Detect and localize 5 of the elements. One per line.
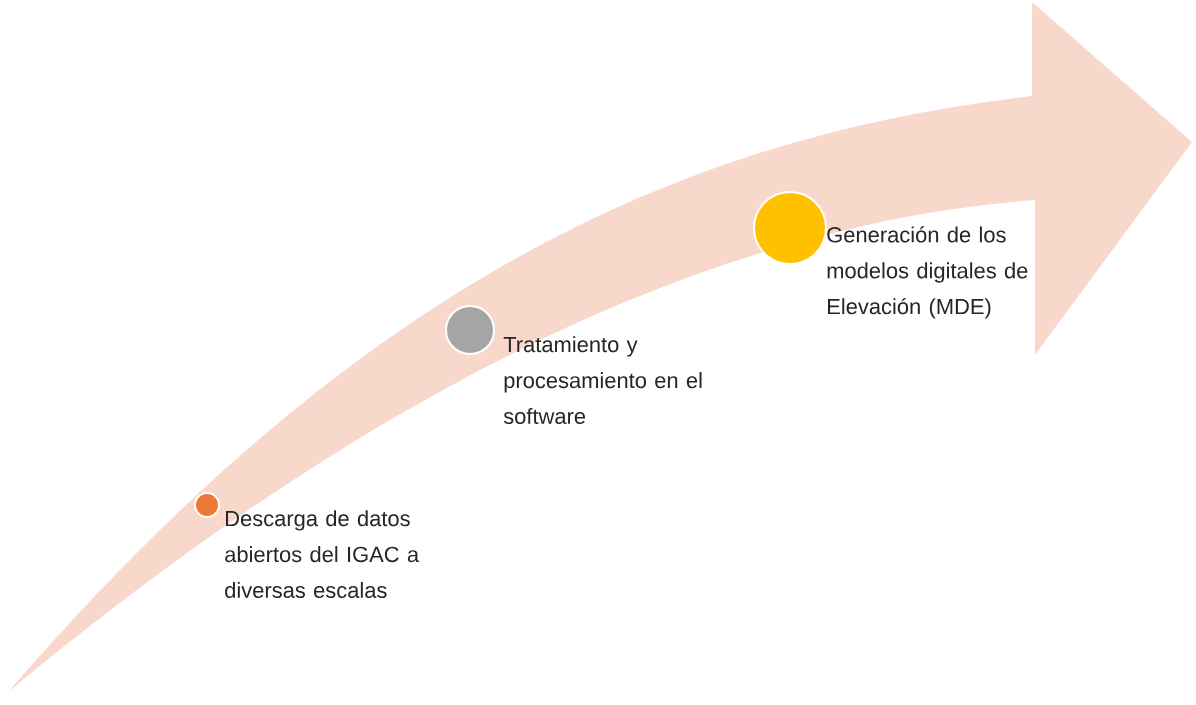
step-text: Descarga de datos abiertos del IGAC a diversas escalas bbox=[225, 510, 420, 598]
step-circle bbox=[445, 305, 495, 355]
step-text: Generación de los modelos digitales de Elevación (MDE) bbox=[827, 226, 1028, 319]
step-circle bbox=[753, 191, 827, 265]
step-text: Tratamiento y procesamiento en el software bbox=[503, 336, 702, 425]
